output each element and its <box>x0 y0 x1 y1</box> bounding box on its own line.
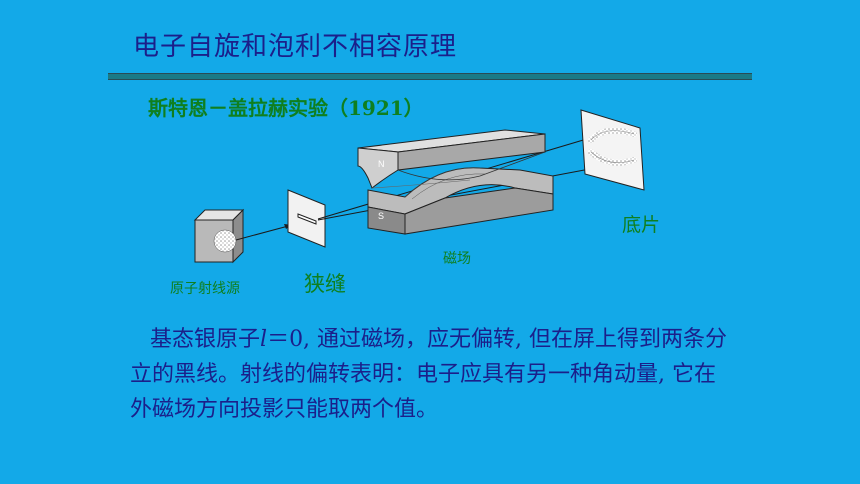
slit-plate <box>287 189 326 248</box>
title-divider <box>108 73 752 80</box>
experiment-subtitle: 斯特恩－盖拉赫实验（1921） <box>148 96 424 120</box>
label-atomic-source: 原子射线源 <box>170 281 240 297</box>
label-magnetic-field: 磁场 <box>443 251 471 267</box>
page-title: 电子自旋和泡利不相容原理 <box>133 32 458 62</box>
film-screen <box>580 109 645 191</box>
pole-label-north: N <box>378 159 385 169</box>
quantum-number-l: l <box>260 327 268 352</box>
explanation-part-2: ＝0, 通过磁场，应无偏转, 但在屏上得到两条分立的黑线。射线的偏转表明：电子应… <box>130 327 728 422</box>
label-slit: 狭缝 <box>304 272 346 296</box>
label-film: 底片 <box>622 214 661 236</box>
pole-label-south: S <box>378 211 384 221</box>
magnet-south-pole <box>367 167 554 235</box>
atom-beam <box>235 224 293 241</box>
explanation-paragraph: 基态银原子l＝0, 通过磁场，应无偏转, 但在屏上得到两条分立的黑线。射线的偏转… <box>130 322 730 427</box>
explanation-part-1: 基态银原子 <box>150 327 261 352</box>
atomic-source <box>193 208 245 264</box>
magnet-north-pole <box>357 129 546 189</box>
